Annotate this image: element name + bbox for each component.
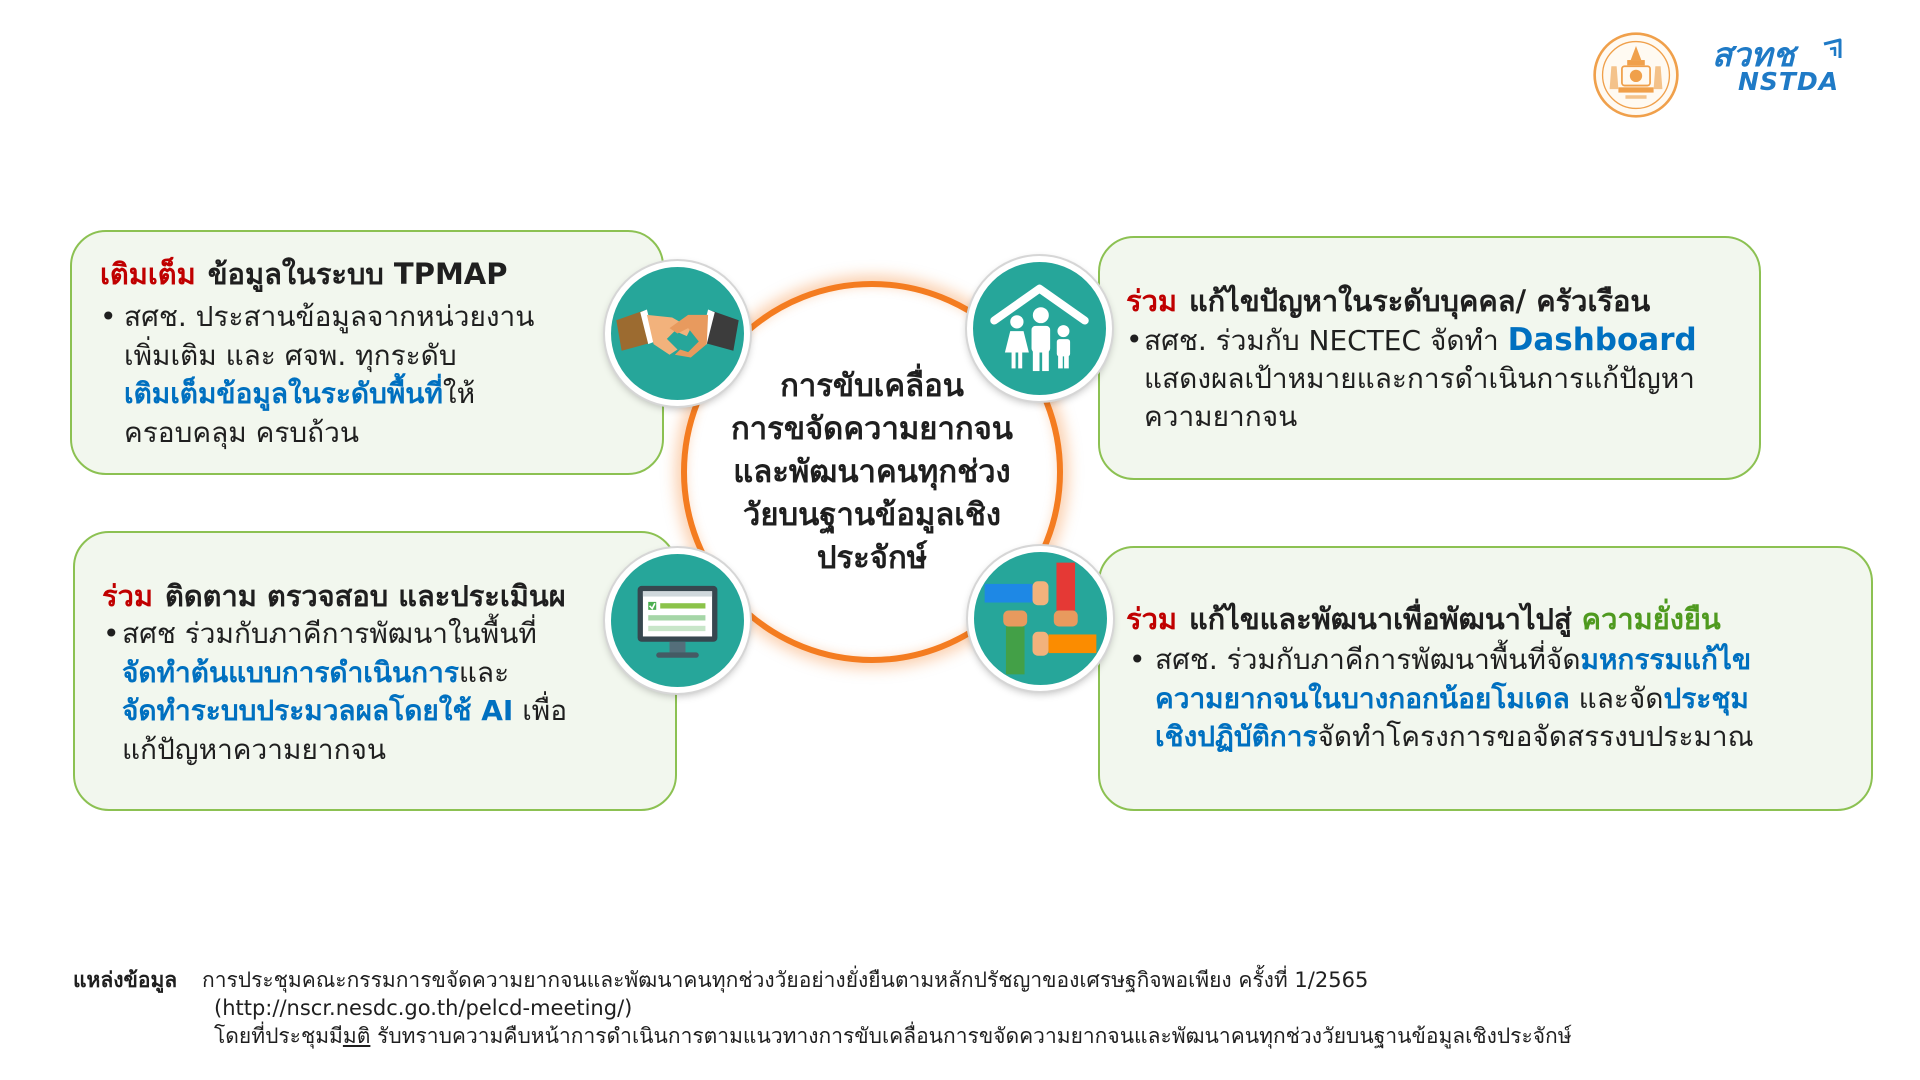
bullet-text: ให้ <box>442 377 476 410</box>
bullet-text: แก้ปัญหาความยากจน <box>122 732 387 766</box>
nstda-logo-english-text: NSTDA <box>1738 67 1840 96</box>
title-keyword: ร่วม <box>102 579 153 613</box>
bullet-text: และจัด <box>1569 681 1664 715</box>
government-seal-logo <box>1592 31 1680 119</box>
family-house-icon <box>967 256 1112 401</box>
title-text: แก้ไขปัญหาในระดับบุคคล/ ครัวเรือน <box>1188 284 1651 318</box>
center-title-line: วัยบนฐานข้อมูลเชิง <box>742 496 1002 533</box>
title-keyword: ร่วม <box>1126 602 1177 636</box>
bullet-line: •สศช. ประสานข้อมูลจากหน่วยงาน <box>100 298 535 337</box>
bullet-marker: • <box>1129 643 1146 676</box>
card-sustainable-development: ร่วม แก้ไขและพัฒนาเพื่อพัฒนาไปสู่ ความยั่ง… <box>1098 546 1873 811</box>
computer-monitor-icon <box>605 548 750 693</box>
title-keyword: ร่วม <box>1126 284 1177 318</box>
bullet-text: ครอบคลุม ครบถ้วน <box>124 415 359 449</box>
resolution-underlined: มติ <box>342 1024 371 1048</box>
card-household-solutions: ร่วม แก้ไขปัญหาในระดับบุคคล/ ครัวเรือน •ส… <box>1098 236 1761 480</box>
bullet-marker: • <box>100 300 117 333</box>
emphasis-text: มหกรรมแก้ไข <box>1580 643 1752 676</box>
bullet-line: ครอบคลุม ครบถ้วน <box>124 414 534 453</box>
center-title-line: การขับเคลื่อน <box>780 367 964 404</box>
bullet-list: •สศช. ร่วมกับ NECTEC จัดทำ Dashboard แสด… <box>1126 321 1697 437</box>
card-title: ร่วม แก้ไขปัญหาในระดับบุคคล/ ครัวเรือน <box>1126 281 1650 321</box>
source-label: แหล่งข้อมูล <box>73 968 178 992</box>
bullet-line: •สศช. ร่วมกับ NECTEC จัดทำ Dashboard <box>1126 321 1697 360</box>
bullet-text: เพิ่มเติม และ ศจพ. ทุกระดับ <box>124 338 457 372</box>
card-monitoring-evaluation: ร่วม ติดตาม ตรวจสอบ และประเมินผ •สศช ร่วม… <box>73 531 677 811</box>
bullet-line: • สศช. ร่วมกับภาคีการพัฒนาพื้นที่จัดมหกรร… <box>1129 641 1754 680</box>
bullet-marker: • <box>103 617 120 650</box>
bullet-text: และ <box>458 655 510 689</box>
bullet-list: •สศช. ประสานข้อมูลจากหน่วยงาน เพิ่มเติม … <box>100 298 535 453</box>
emphasis-text: จัดทำต้นแบบการดำเนินการ <box>122 655 459 689</box>
resolution-rest: รับทราบความคืบหน้าการดำเนินการตามแนวทางก… <box>370 1024 1572 1048</box>
nstda-logo-thai-text: สวทช <box>1712 35 1795 74</box>
resolution-prefix: โดยที่ประชุมมี <box>214 1024 343 1048</box>
bullet-marker: • <box>1126 323 1143 356</box>
bullet-text: สศช ร่วมกับภาคีการพัฒนาในพื้นที่ <box>122 617 537 650</box>
source-meeting-text: การประชุมคณะกรรมการขจัดความยากจนและพัฒนา… <box>202 968 1369 992</box>
bullet-line: แสดงผลเป้าหมายและการดำเนินการแก้ปัญหา <box>1144 360 1697 399</box>
card-title: เติมเต็ม ข้อมูลในระบบ TPMAP <box>100 254 508 294</box>
teamwork-hands-icon <box>968 546 1113 691</box>
bullet-list: •สศช ร่วมกับภาคีการพัฒนาในพื้นที่ จัดทำต… <box>103 615 567 770</box>
bullet-text: ความยากจน <box>1144 400 1298 433</box>
title-text: ติดตาม ตรวจสอบ และประเมินผ <box>164 579 566 613</box>
center-title-line: การขจัดความยากจน <box>731 410 1013 447</box>
emphasis-text: เติมเต็มข้อมูลในระดับพื้นที่ <box>124 377 443 410</box>
emphasis-text: ความยากจนในบางกอกน้อยโมเดล <box>1155 681 1570 715</box>
bullet-line: เพิ่มเติม และ ศจพ. ทุกระดับ <box>124 337 534 376</box>
bullet-line: เติมเต็มข้อมูลในระดับพื้นที่ให้ <box>124 375 534 414</box>
title-highlight: ความยั่งยืน <box>1581 602 1721 636</box>
bullet-line: ความยากจน <box>1144 398 1697 437</box>
title-text: ข้อมูลในระบบ TPMAP <box>207 257 508 291</box>
nstda-bracket-mark-icon <box>1823 38 1842 58</box>
source-resolution-text: โดยที่ประชุมมีมติ รับทราบความคืบหน้าการด… <box>214 1022 1572 1050</box>
bullet-text: จัดทำโครงการขอจัดสรรงบประมาณ <box>1317 720 1754 753</box>
bullet-line: จัดทำระบบประมวลผลโดยใช้ AI เพื่อ <box>122 692 567 731</box>
emphasis-text: จัดทำระบบประมวลผลโดยใช้ AI <box>122 694 514 727</box>
title-text: แก้ไขและพัฒนาเพื่อพัฒนาไปสู่ <box>1188 602 1572 636</box>
card-title: ร่วม แก้ไขและพัฒนาเพื่อพัฒนาไปสู่ ความยั่ง… <box>1126 599 1721 639</box>
bullet-text: เพื่อ <box>513 694 568 727</box>
source-url-text: (http://nscr.nesdc.go.th/pelcd-meeting/) <box>214 996 633 1020</box>
bullet-list: • สศช. ร่วมกับภาคีการพัฒนาพื้นที่จัดมหกรร… <box>1129 641 1754 757</box>
bullet-line: •สศช ร่วมกับภาคีการพัฒนาในพื้นที่ <box>103 615 567 654</box>
bullet-text: สศช. ร่วมกับภาคีการพัฒนาพื้นที่จัด <box>1155 643 1581 676</box>
emphasis-text: ประชุม <box>1663 681 1749 715</box>
handshake-icon <box>605 261 750 406</box>
bullet-text: แสดงผลเป้าหมายและการดำเนินการแก้ปัญหา <box>1144 361 1695 395</box>
dashboard-emphasis-text: Dashboard <box>1507 322 1697 358</box>
title-keyword: เติมเต็ม <box>100 257 196 291</box>
bullet-line: แก้ปัญหาความยากจน <box>122 731 567 770</box>
card-fill-tpmap-data: เติมเต็ม ข้อมูลในระบบ TPMAP •สศช. ประสานข… <box>70 230 664 475</box>
bullet-line: เชิงปฏิบัติการจัดทำโครงการขอจัดสรรงบประม… <box>1155 718 1754 757</box>
bullet-text: สศช. ร่วมกับ NECTEC จัดทำ <box>1144 324 1508 357</box>
bullet-text: สศช. ประสานข้อมูลจากหน่วยงาน <box>124 300 535 333</box>
center-title-line: ประจักษ์ <box>816 539 928 576</box>
nstda-logo: สวทช NSTDA <box>1708 36 1878 98</box>
center-title-line: และพัฒนาคนทุกช่วง <box>733 453 1011 490</box>
card-title: ร่วม ติดตาม ตรวจสอบ และประเมินผ <box>102 576 566 616</box>
emphasis-text: เชิงปฏิบัติการ <box>1155 720 1318 753</box>
bullet-line: จัดทำต้นแบบการดำเนินการและ <box>122 654 567 693</box>
bullet-line: ความยากจนในบางกอกน้อยโมเดล และจัดประชุม <box>1155 680 1754 719</box>
